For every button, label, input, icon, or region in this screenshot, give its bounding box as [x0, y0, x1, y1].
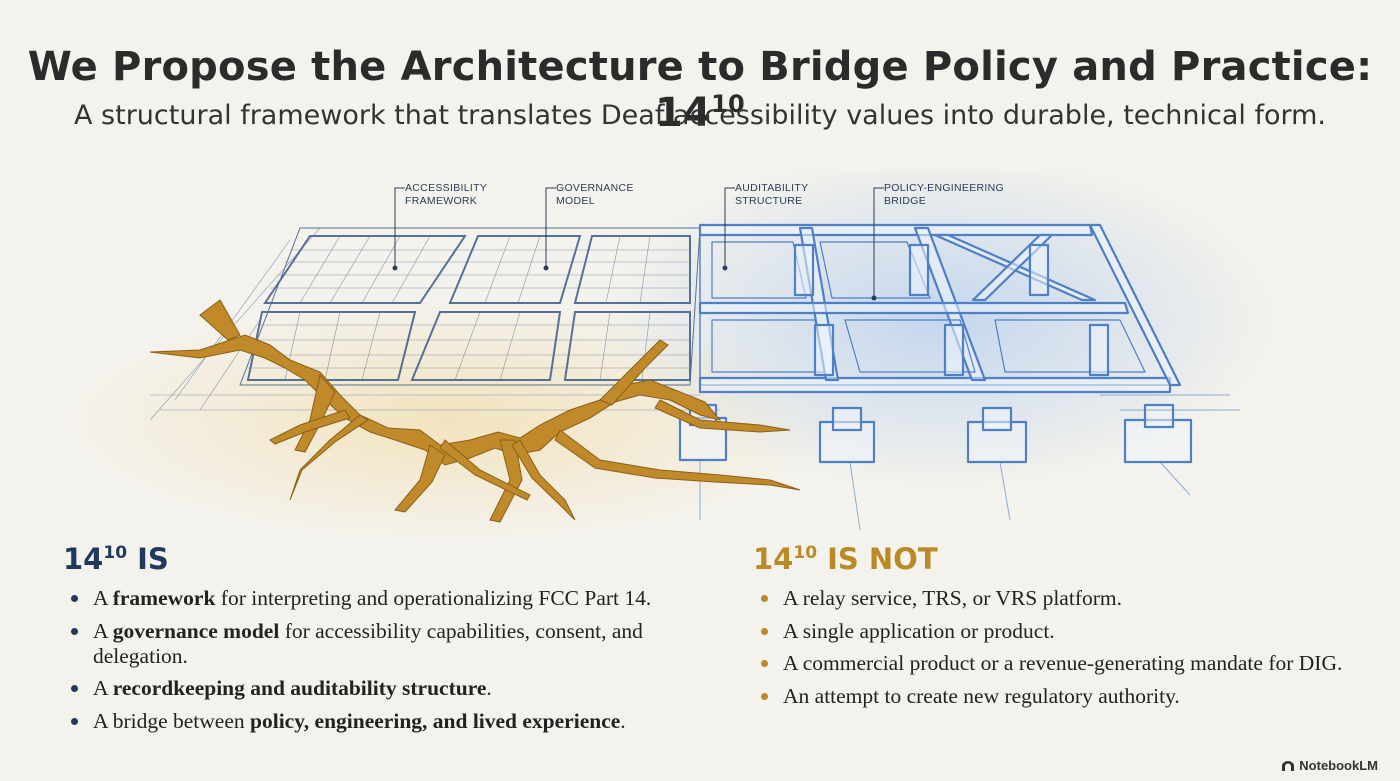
item-text: A single application or product.	[783, 618, 1055, 643]
blueprint-illustration: ACCESSIBILITY FRAMEWORK GOVERNANCE MODEL…	[70, 170, 1280, 540]
callout-auditability-structure-line2: STRUCTURE	[735, 195, 802, 207]
is-not-heading-num: 14	[753, 542, 794, 576]
page-subtitle: A structural framework that translates D…	[74, 100, 1326, 131]
is-not-list: A relay service, TRS, or VRS platform. A …	[755, 586, 1345, 716]
notebooklm-branding: NotebookLM	[1281, 758, 1378, 773]
list-item: A bridge between policy, engineering, an…	[65, 709, 705, 734]
callout-accessibility-framework-line2: FRAMEWORK	[405, 195, 477, 207]
is-not-heading: 1410 IS NOT	[753, 542, 938, 576]
blueprint-grid	[149, 227, 720, 421]
callout-auditability-structure-line1: AUDITABILITY	[735, 182, 808, 194]
bridge-structure	[678, 223, 1240, 531]
bullet-dot	[761, 692, 768, 700]
item-text: A bridge between	[93, 708, 251, 733]
list-item: A single application or product.	[755, 619, 1345, 644]
callout-policy-engineering-bridge-line2: BRIDGE	[884, 195, 926, 207]
item-text: An attempt to create new regulatory auth…	[783, 683, 1180, 708]
list-item: An attempt to create new regulatory auth…	[755, 684, 1345, 709]
item-text: A relay service, TRS, or VRS platform.	[783, 586, 1122, 610]
item-emphasis: recordkeeping and auditability structure	[112, 676, 487, 700]
item-text-tail: for interpreting and operationalizing FC…	[215, 586, 652, 610]
callout-governance-model-line2: MODEL	[556, 195, 595, 207]
item-text: A	[93, 676, 113, 700]
list-item: A commercial product or a revenue-genera…	[755, 651, 1345, 676]
callout-governance-model-line1: GOVERNANCE	[556, 182, 634, 194]
bullet-dot	[71, 627, 78, 635]
callout-accessibility-framework-line1: ACCESSIBILITY	[405, 182, 487, 194]
bullet-dot	[761, 660, 768, 667]
is-list: A framework for interpreting and operati…	[65, 586, 705, 741]
page-title: We Propose the Architecture to Bridge Po…	[0, 44, 1400, 136]
bullet-dot	[761, 595, 768, 602]
notebooklm-icon	[1282, 760, 1295, 771]
list-item: A relay service, TRS, or VRS platform.	[755, 586, 1345, 611]
title-superscript: 10	[711, 90, 745, 118]
item-text: A commercial product or a revenue-genera…	[783, 651, 1343, 675]
is-heading: 1410 IS	[63, 542, 169, 576]
is-not-heading-sup: 10	[793, 543, 818, 563]
item-emphasis: framework	[112, 586, 216, 610]
policy-gap-crack	[149, 299, 801, 523]
list-item: A recordkeeping and auditability structu…	[65, 676, 705, 701]
list-item: A governance model for accessibility cap…	[65, 619, 705, 669]
item-emphasis: governance model	[112, 618, 280, 643]
is-heading-word: IS	[127, 542, 169, 576]
list-item: A framework for interpreting and operati…	[65, 586, 705, 611]
item-text-tail: .	[486, 676, 492, 700]
item-text-tail: for accessibility capabilities, consent,…	[93, 618, 643, 668]
callouts	[392, 187, 884, 301]
item-text: A	[93, 618, 113, 643]
callout-policy-engineering-bridge-line1: POLICY-ENGINEERING	[884, 182, 1004, 194]
is-not-heading-word: IS NOT	[817, 542, 938, 576]
page-title-text: We Propose the Architecture to Bridge Po…	[27, 44, 1373, 136]
bullet-dot	[71, 685, 78, 692]
item-text-tail: .	[620, 708, 626, 733]
bullet-dot	[71, 595, 78, 602]
notebooklm-label: NotebookLM	[1299, 758, 1378, 773]
item-text: A	[93, 586, 113, 610]
is-heading-num: 14	[63, 542, 104, 576]
bullet-dot	[71, 717, 78, 725]
is-heading-sup: 10	[103, 543, 128, 563]
bullet-dot	[761, 627, 768, 635]
item-emphasis: policy, engineering, and lived experienc…	[250, 708, 621, 733]
